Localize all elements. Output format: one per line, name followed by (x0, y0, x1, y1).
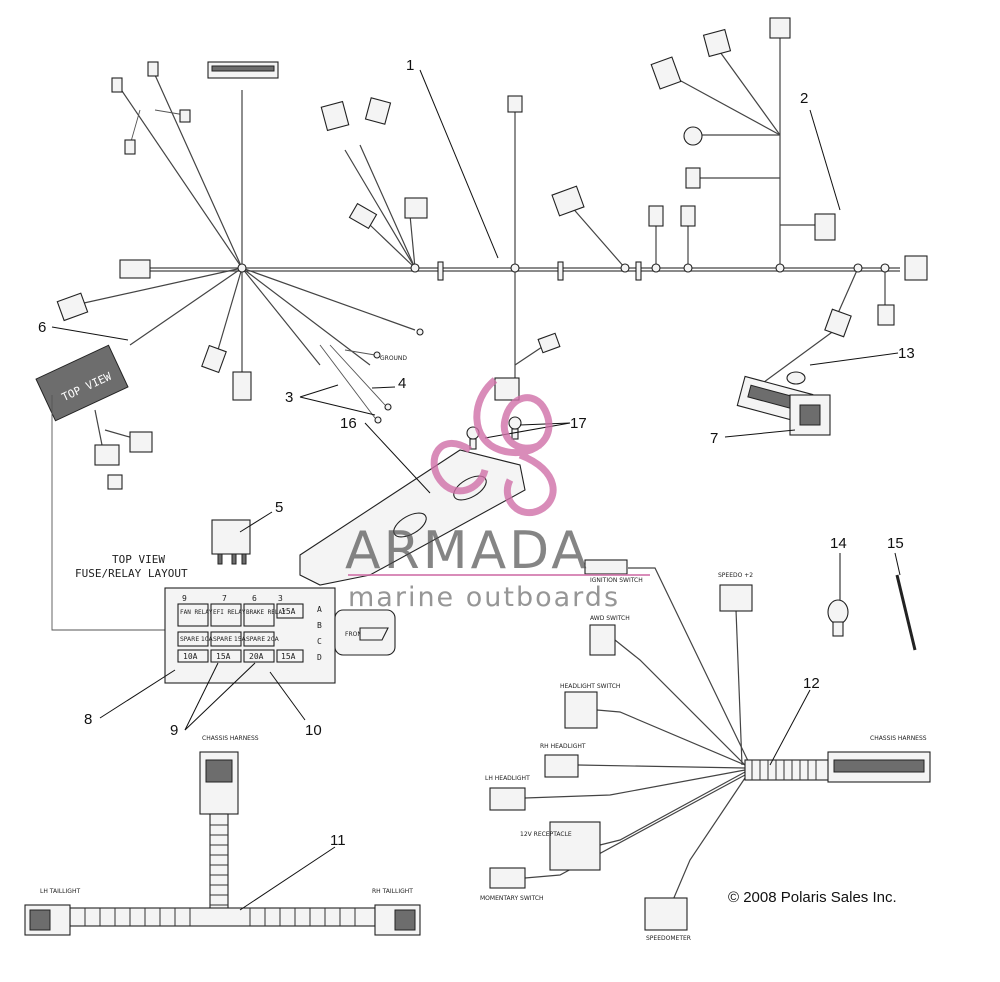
callout-10: 10 (305, 722, 322, 739)
rh-headlight-label: RH HEADLIGHT (540, 743, 586, 750)
callout-14: 14 (830, 535, 847, 552)
callout-7: 7 (710, 430, 718, 447)
fuse-cell-20a: 20A (249, 652, 264, 661)
callout-3: 3 (285, 389, 293, 406)
callout-17: 17 (570, 415, 587, 432)
momentary-switch-label: MOMENTARY SWITCH (480, 895, 544, 902)
sub-harness-right (736, 371, 831, 436)
main-harness-connectors (56, 17, 928, 401)
fuse-row-b: B (317, 621, 322, 630)
rh-taillight-label: RH TAILLIGHT (372, 888, 413, 895)
speedometer-label: SPEEDOMETER (646, 935, 691, 942)
fuse-cell-brake-relay: BRAKE RELAY (246, 609, 286, 616)
lh-headlight-label: LH HEADLIGHT (485, 775, 530, 782)
chassis-harness-bottom-label: CHASSIS HARNESS (202, 735, 259, 742)
leader-lines (51, 69, 901, 911)
fuse-cell-15a-2: 15A (281, 652, 296, 661)
callout-2: 2 (800, 90, 808, 107)
main-harness (74, 35, 900, 386)
relay (211, 519, 251, 565)
speedo-label: SPEEDO +2 (718, 572, 753, 579)
ignition-switch-label: IGNITION SWITCH (590, 577, 643, 584)
fuse-box-front-label: FRONT (345, 631, 366, 638)
callout-13: 13 (898, 345, 915, 362)
chassis-harness-right-label: CHASSIS HARNESS (870, 735, 927, 742)
callout-4: 4 (398, 375, 406, 392)
callout-15: 15 (887, 535, 904, 552)
fuse-row-c: C (317, 637, 322, 646)
headlight-switch-label: HEADLIGHT SWITCH (560, 683, 620, 690)
armada-watermark: ARMADA marine outboards (345, 377, 650, 613)
watermark-tagline: marine outboards (348, 582, 620, 613)
fuse-layout-title-2: FUSE/RELAY LAYOUT (75, 567, 188, 580)
callout-12: 12 (803, 675, 820, 692)
rear-harness: CHASSIS HARNESS (24, 735, 421, 936)
callout-numbers: 1 2 3 4 5 6 7 8 9 10 11 12 13 14 15 16 1… (38, 57, 915, 849)
callout-5: 5 (275, 499, 283, 516)
top-view-module: TOP VIEW (35, 344, 165, 631)
fuse-cell-15a-top: 15A (281, 607, 296, 616)
watermark-brand: ARMADA (345, 521, 590, 581)
fuse-cell-spare-20a: SPARE 20A (246, 636, 280, 643)
fuse-cell-10a: 10A (183, 652, 198, 661)
callout-11: 11 (330, 832, 346, 849)
callout-8: 8 (84, 711, 92, 728)
awd-switch-label: AWD SWITCH (590, 615, 630, 622)
fuse-col-6: 6 (252, 594, 257, 603)
fuse-col-3: 3 (278, 594, 283, 603)
fuse-cell-efi-relay: EFI RELAY (213, 609, 246, 616)
dash-harness: CHASSIS HARNESS IGNITION SWITCH SPEEDO +… (480, 559, 931, 942)
callout-9: 9 (170, 722, 178, 739)
callout-6: 6 (38, 319, 46, 336)
fuse-row-d: D (317, 653, 322, 662)
ground-label: GROUND (380, 355, 407, 362)
clip-and-tie (827, 574, 917, 651)
fuse-col-9: 9 (182, 594, 187, 603)
fuse-cell-15a-1: 15A (216, 652, 231, 661)
fuse-row-a: A (317, 605, 322, 614)
receptacle-label: 12V RECEPTACLE (520, 831, 572, 838)
callout-16: 16 (340, 415, 357, 432)
copyright-text: © 2008 Polaris Sales Inc. (728, 889, 897, 906)
ground-terminals: GROUND (319, 328, 424, 424)
lh-taillight-label: LH TAILLIGHT (40, 888, 80, 895)
fuse-cell-spare-10a: SPARE 10A (180, 636, 214, 643)
fuse-col-7: 7 (222, 594, 227, 603)
fuse-cell-spare-15a: SPARE 15A (213, 636, 247, 643)
fuse-layout-title-1: TOP VIEW (112, 553, 165, 566)
callout-1: 1 (406, 57, 414, 74)
fuse-cell-fan-relay: FAN RELAY (180, 609, 213, 616)
